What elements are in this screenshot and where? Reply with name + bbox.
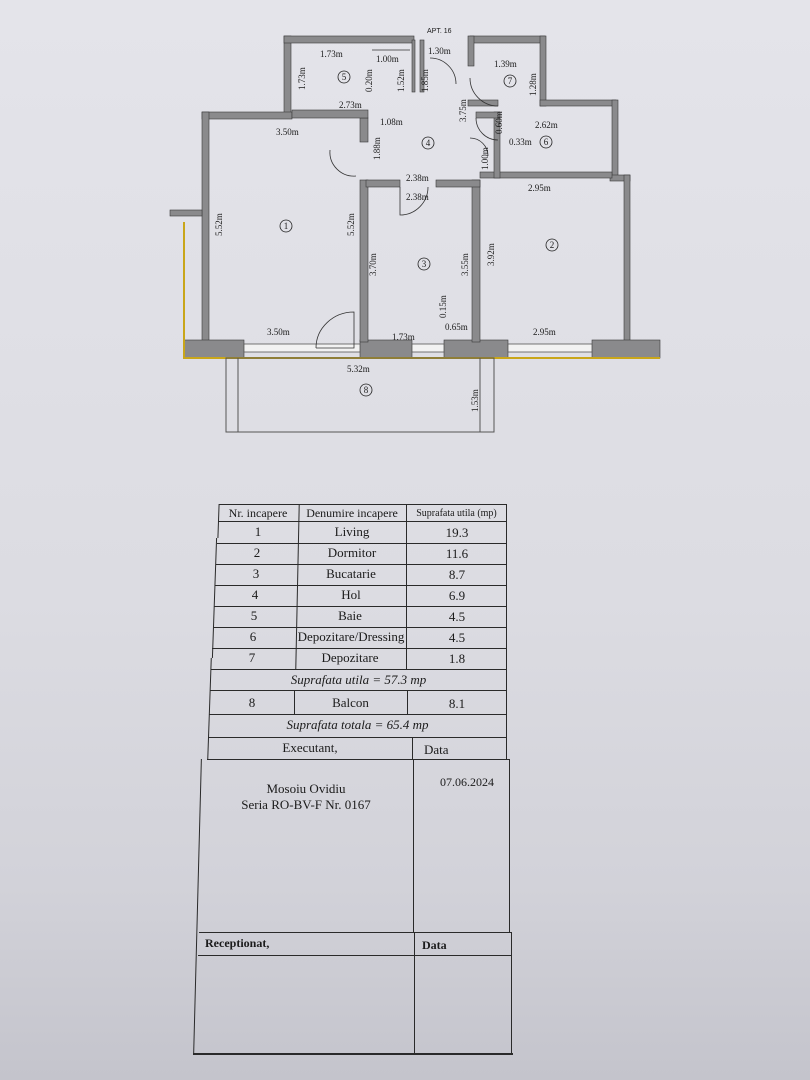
dimension-label: 1.00m <box>480 147 490 170</box>
room-number-5: 5 <box>342 72 347 82</box>
row-1-name: Living <box>334 524 370 539</box>
col-header-area: Suprafata utila (mp) <box>416 508 497 519</box>
dimension-label: 0.15m <box>438 295 448 318</box>
dimension-label: 1.85m <box>420 69 430 92</box>
row-5-nr: 5 <box>250 608 258 623</box>
row-8-name: Balcon <box>332 695 369 710</box>
room-number-3: 3 <box>422 259 427 269</box>
row-3-name: Bucatarie <box>326 566 376 581</box>
useful-area-total: Suprafata utila = 57.3 mp <box>290 672 427 687</box>
row-7-area: 1.8 <box>448 651 466 666</box>
dimension-label: 1.73m <box>320 49 343 59</box>
dimension-label: 0.65m <box>445 322 468 332</box>
room-number-8: 8 <box>364 385 369 395</box>
executant-label: Executant, <box>282 740 338 755</box>
dimension-label: 5.52m <box>214 213 224 236</box>
row-3-nr: 3 <box>252 566 260 581</box>
floor-plan: APT. 16 1.73m 1.00m 1.30m 1.39m 1.73m 0.… <box>169 28 661 433</box>
row-4-nr: 4 <box>251 587 259 602</box>
plan-walls <box>169 35 661 359</box>
row-4-name: Hol <box>341 587 361 602</box>
dimension-label: 3.92m <box>486 243 496 266</box>
row-2-nr: 2 <box>253 545 261 560</box>
dimension-label: 1.08m <box>380 117 403 127</box>
executant-series: Seria RO-BV-F Nr. 0167 <box>241 797 371 812</box>
door-swings <box>315 49 499 349</box>
dimension-label: 3.50m <box>276 127 299 137</box>
dimension-label: 1.73m <box>392 332 415 342</box>
dimension-label: 2.62m <box>535 120 558 130</box>
dimension-label: 1.88m <box>372 137 382 160</box>
row-6-nr: 6 <box>249 629 257 644</box>
row-6-name: Depozitare/Dressing <box>297 629 405 644</box>
dimension-label: 1.39m <box>494 59 517 69</box>
row-5-area: 4.5 <box>448 609 466 624</box>
executant-name: Mosoiu Ovidiu <box>266 781 346 796</box>
dimension-label: 1.52m <box>396 69 406 92</box>
row-7-name: Depozitare <box>321 650 379 665</box>
dimension-label: 1.73m <box>297 67 307 90</box>
receptionat-label: Receptionat, <box>205 936 270 950</box>
dimension-label: 3.75m <box>458 99 468 122</box>
row-4-area: 6.9 <box>448 588 466 603</box>
row-5-name: Baie <box>338 608 362 623</box>
room-number-6: 6 <box>544 137 549 147</box>
row-2-area: 11.6 <box>445 546 469 561</box>
row-1-nr: 1 <box>254 524 262 539</box>
row-2-name: Dormitor <box>327 545 377 560</box>
dimension-label: 2.95m <box>533 327 556 337</box>
dimension-label: 1.28m <box>528 73 538 96</box>
row-6-area: 4.5 <box>448 630 466 645</box>
balcony-outline <box>225 357 495 433</box>
dimension-label: 2.38m <box>406 192 429 202</box>
data-label-2: Data <box>422 938 447 952</box>
dimension-label: 3.55m <box>460 253 470 276</box>
grand-total: Suprafata totala = 65.4 mp <box>286 717 429 732</box>
data-label: Data <box>424 742 449 757</box>
dimension-label: 5.32m <box>347 364 370 374</box>
col-header-name: Denumire incapere <box>306 506 398 520</box>
dimension-label: 2.95m <box>528 183 551 193</box>
facade-line <box>183 222 660 359</box>
room-number-2: 2 <box>550 240 555 250</box>
dimension-label: 5.52m <box>346 213 356 236</box>
dimension-label: 1.53m <box>470 389 480 412</box>
dimension-labels: APT. 16 1.73m 1.00m 1.30m 1.39m 1.73m 0.… <box>214 28 558 412</box>
room-number-1: 1 <box>284 221 289 231</box>
dimension-label: 3.50m <box>267 327 290 337</box>
dimension-label: 0.20m <box>364 69 374 92</box>
dimension-label: 2.73m <box>339 100 362 110</box>
dimension-label: 2.38m <box>406 173 429 183</box>
room-number-4: 4 <box>426 138 431 148</box>
dimension-label: 1.00m <box>376 54 399 64</box>
apartment-label: APT. 16 <box>427 28 452 35</box>
col-header-nr: Nr. incapere <box>228 506 288 520</box>
dimension-label: 3.70m <box>368 253 378 276</box>
row-3-area: 8.7 <box>448 567 466 582</box>
row-7-nr: 7 <box>248 650 256 665</box>
executant-date: 07.06.2024 <box>440 775 494 789</box>
room-markers: 1 2 3 4 5 6 7 8 <box>279 70 559 397</box>
plan-windows <box>243 343 593 353</box>
row-8-nr: 8 <box>248 695 256 710</box>
dimension-label: 0.60m <box>494 111 504 134</box>
dimension-label: 0.33m <box>509 137 532 147</box>
room-number-7: 7 <box>508 76 513 86</box>
row-1-area: 19.3 <box>445 525 469 540</box>
row-8-area: 8.1 <box>448 696 466 711</box>
dimension-label: 1.30m <box>428 46 451 56</box>
